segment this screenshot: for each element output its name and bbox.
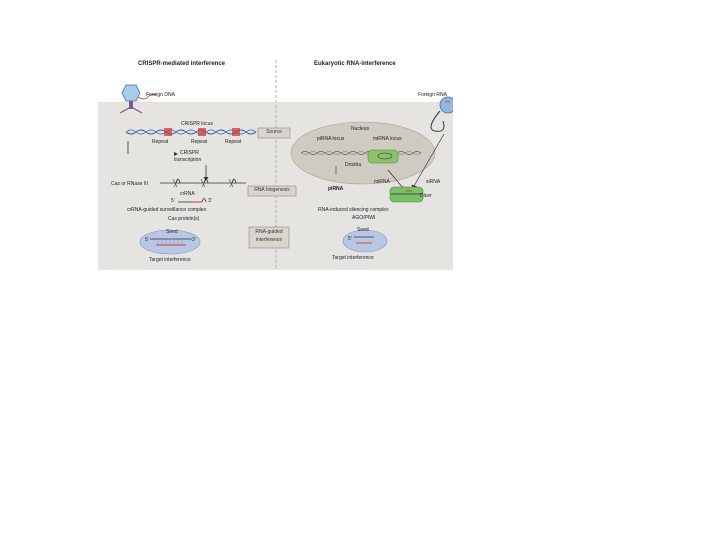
three-prime-label: 3′ <box>208 198 212 204</box>
mirna-arrow <box>387 169 404 189</box>
pirna-locus-label: piRNA locus <box>317 136 345 142</box>
left-seed-label: Seed <box>166 229 178 235</box>
drosha-complex <box>367 149 399 164</box>
repeat-label-3: Repeat <box>225 139 242 145</box>
source-box <box>257 127 291 139</box>
right-panel-title: Eukaryotic RNA-interference <box>314 61 396 67</box>
target-basepairs <box>157 239 183 245</box>
crispr-locus-label: CRISPR locus <box>181 121 213 127</box>
source-box-label: Source <box>266 129 282 135</box>
virus-icon <box>439 96 453 114</box>
pirna-label: piRNA <box>328 186 344 192</box>
repeat-label-1: Repeat <box>152 139 169 145</box>
repeat-label-2: Repeat <box>191 139 208 145</box>
phage-icon <box>119 84 143 114</box>
right-seed-label: Seed <box>357 227 369 233</box>
diagram-art <box>98 60 453 270</box>
cas-rnase-label: Cas or RNase III <box>111 181 148 187</box>
dicer-complex <box>389 186 424 203</box>
mirna-locus-label: miRNA locus <box>373 136 402 142</box>
nucleus-dna <box>300 151 422 155</box>
guided-box-label-1: RNA-guided <box>255 229 283 235</box>
dicer-label: Dicer <box>420 193 432 199</box>
crispr-transcription-label-1: CRISPR <box>180 150 199 156</box>
ago-oval <box>342 229 388 253</box>
crrna-label: crRNA <box>180 191 195 197</box>
cas-proteins-label: Cas protein(s) <box>168 216 200 222</box>
biogenesis-box <box>247 185 297 197</box>
guided-box-label-2: interference <box>255 237 283 243</box>
left-panel-title: CRISPR-mediated interference <box>138 61 226 67</box>
right-target-interference-label: Target interference <box>332 255 374 261</box>
foreign-rna-strand <box>430 110 445 132</box>
crispr-transcription-label-2: transcription <box>174 157 202 163</box>
mirna-label: miRNA <box>374 179 390 185</box>
pre-crrna-hairpins <box>160 178 246 188</box>
right-target-five-label: 5′ <box>348 236 352 242</box>
surveillance-label: crRNA-guided surveillance complex <box>127 207 207 213</box>
biogenesis-box-label: RNA biogenesis <box>254 187 290 193</box>
foreign-rna-label: Foreign RNA <box>418 92 447 98</box>
crispr-rnai-diagram: CRISPR-mediated interference Eukaryotic … <box>98 55 453 270</box>
sirna-label: siRNA <box>426 179 441 185</box>
transcription-arrow-head <box>174 152 178 156</box>
foreign-dna-strand <box>137 93 157 100</box>
crispr-locus-dna <box>125 128 257 136</box>
drosha-substrate <box>377 152 393 160</box>
left-target-interference-label: Target interference <box>149 257 191 263</box>
foreign-dna-label: Foreign DNA <box>146 92 175 98</box>
risc-label: RNA-induced silencing complex <box>318 207 389 213</box>
five-prime-label: 5′ <box>171 198 175 204</box>
guided-box <box>248 226 290 249</box>
crrna-hairpin <box>201 198 207 203</box>
nucleus-label: Nucleus <box>351 126 370 132</box>
sirna-arrow <box>413 133 445 187</box>
drosha-label: Drosha <box>345 162 362 168</box>
nucleus <box>290 121 436 185</box>
left-target-three-label: 3′ <box>192 237 196 243</box>
left-target-five-label: 5′ <box>145 237 149 243</box>
ago-piwi-label: AGO/PIWI <box>352 215 376 221</box>
